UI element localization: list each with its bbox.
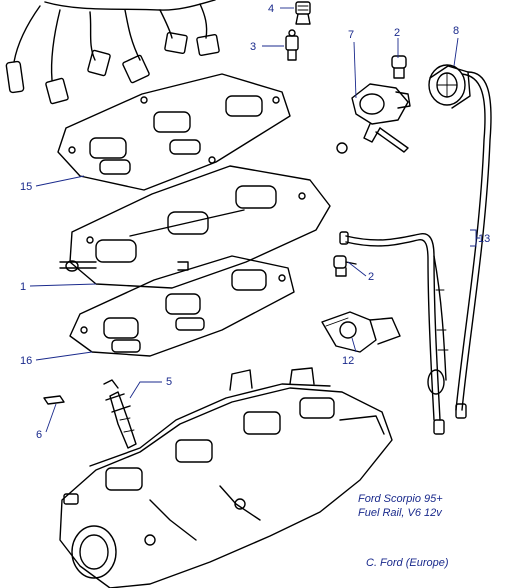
label-part-16: 16 (20, 355, 32, 367)
intake-manifold (59, 367, 393, 588)
leader-lines (29, 7, 480, 433)
label-part-2-lower: 2 (368, 271, 374, 283)
copyright-notice: C. Ford (Europe) (366, 557, 449, 569)
intake-section-part-1 (59, 165, 331, 289)
part-number-labels: 4 3 7 2 8 15 13 2 1 16 12 5 6 (20, 3, 490, 441)
fuel-lines-part-13 (339, 231, 467, 435)
pressure-regulator-part-7 (336, 83, 411, 154)
label-part-5: 5 (166, 376, 172, 388)
label-part-6: 6 (36, 429, 42, 441)
label-part-7: 7 (348, 29, 354, 41)
label-part-8: 8 (453, 25, 459, 37)
label-part-3: 3 (250, 41, 256, 53)
clip-part-12 (321, 311, 401, 353)
label-part-2-top: 2 (394, 27, 400, 39)
wiring-harness (5, 0, 220, 105)
lower-gasket-part-16 (69, 255, 295, 357)
diagram-caption-subject: Fuel Rail, V6 12v (358, 507, 442, 519)
fitting-part-2-lower (333, 255, 357, 277)
label-part-4: 4 (268, 3, 274, 15)
label-part-1: 1 (20, 281, 26, 293)
upper-gasket-part-15 (57, 73, 291, 191)
filter-housing-part-8 (428, 64, 492, 411)
label-part-15: 15 (20, 181, 32, 193)
clip-part-6 (43, 395, 65, 405)
sensor-part-4 (295, 1, 311, 25)
diagram-caption-model: Ford Scorpio 95+ (358, 493, 443, 505)
label-part-12: 12 (342, 355, 354, 367)
fitting-part-3 (285, 29, 299, 61)
fitting-part-2-top (391, 55, 407, 79)
label-part-13: 13 (478, 233, 490, 245)
injector-part-5 (103, 379, 137, 449)
